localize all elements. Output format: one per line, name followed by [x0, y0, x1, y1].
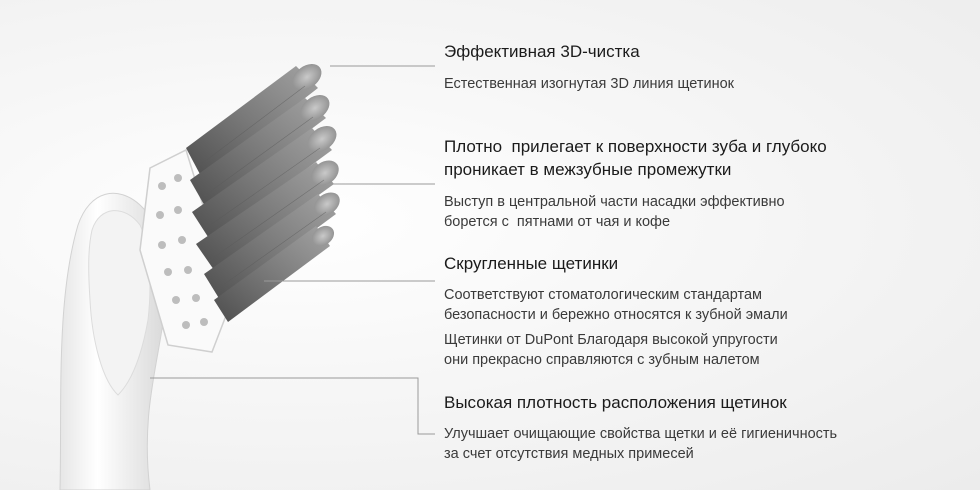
feature-title: Эффективная 3D-чистка: [444, 42, 640, 61]
callout-line-4: [150, 377, 435, 435]
feature-title: Плотно прилегает к поверхности зуба и гл…: [444, 137, 827, 179]
feature-description: Улучшает очищающие свойства щетки и её г…: [444, 426, 838, 462]
feature-title: Скругленные щетинки: [444, 254, 619, 273]
feature-description-extra: Щетинки от DuPont Благодаря высокой упру…: [444, 332, 778, 368]
feature-high-density: Высокая плотность расположения щетинок У…: [444, 391, 964, 464]
toothbrush-head-illustration: [59, 64, 340, 490]
feature-tight-fit: Плотно прилегает к поверхности зуба и гл…: [444, 135, 964, 232]
feature-rounded-bristles: Скругленные щетинки Соответствуют стомат…: [444, 252, 964, 370]
feature-description: Выступ в центральной части насадки эффек…: [444, 194, 785, 230]
bristle-base-plate: [139, 148, 233, 353]
base-plate-holes: [156, 174, 208, 329]
feature-description: Естественная изогнутая 3D линия щетинок: [444, 76, 734, 92]
bristle-tufts: [186, 64, 340, 322]
feature-description: Соответствуют стоматологическим стандарт…: [444, 287, 788, 323]
feature-title: Высокая плотность расположения щетинок: [444, 393, 787, 412]
brush-neck-inner: [88, 210, 151, 396]
feature-3d-cleaning: Эффективная 3D-чистка Естественная изогн…: [444, 40, 964, 94]
